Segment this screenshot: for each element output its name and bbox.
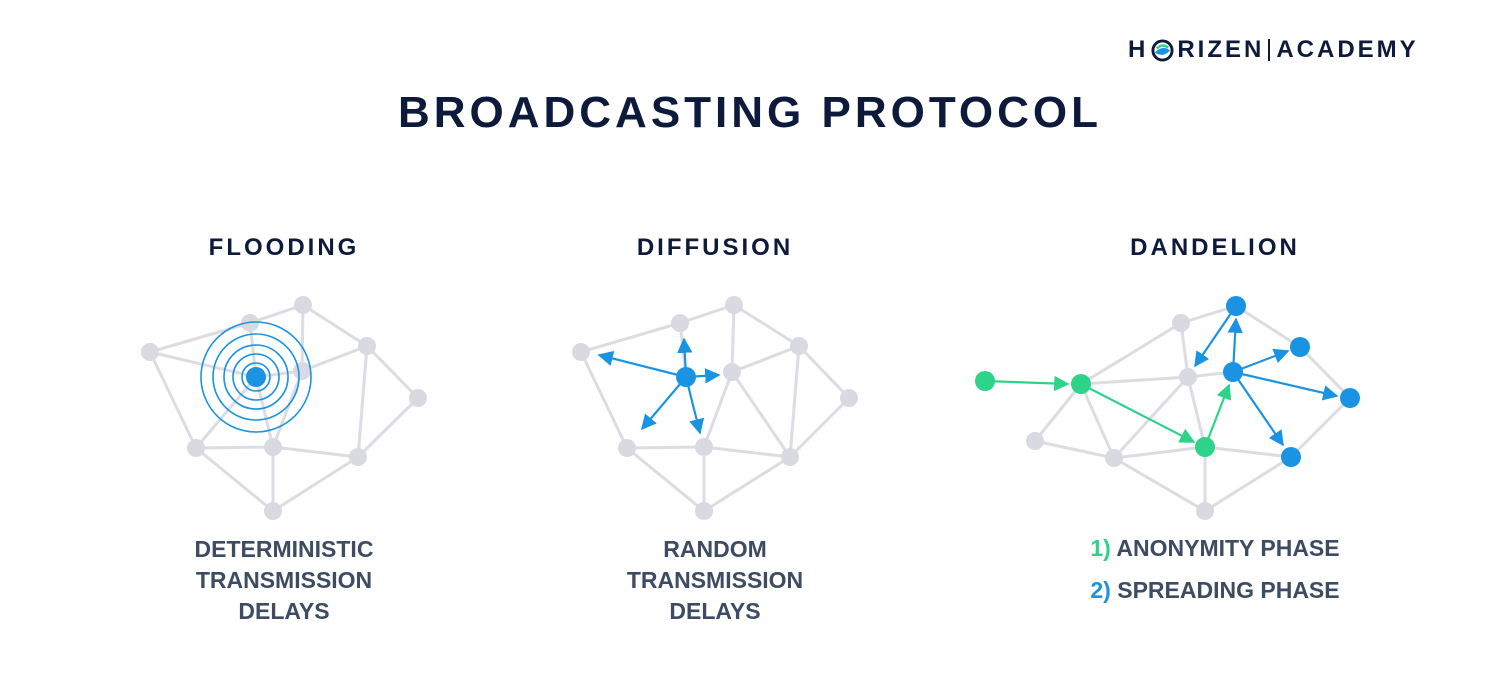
green-arrow (984, 375, 1070, 392)
green-node (975, 371, 995, 391)
logo-word-rizen: RIZEN (1177, 36, 1265, 63)
diffusion-network (572, 296, 858, 520)
page-title: BROADCASTING PROTOCOL (397, 88, 1103, 137)
arrow (641, 376, 687, 431)
caption-line: DELAYS (238, 598, 330, 624)
node (695, 438, 713, 456)
green-arrow (1203, 383, 1232, 448)
caption-line: DELAYS (669, 598, 761, 624)
diffusion-edges (579, 303, 851, 513)
node (141, 343, 159, 361)
node (293, 362, 311, 380)
ring (200, 321, 312, 433)
spreading-phase-arrows (1194, 305, 1339, 447)
source-node (246, 367, 266, 387)
node (358, 337, 376, 355)
node (790, 337, 808, 355)
blue-arrow (1232, 370, 1339, 401)
ring (241, 362, 271, 392)
dandelion-edges (1033, 304, 1352, 513)
anonymity-phase-arrows (984, 375, 1232, 448)
node (695, 502, 713, 520)
broadcast-rings (200, 321, 312, 433)
node (725, 296, 743, 314)
blue-arrow (1194, 305, 1237, 368)
green-node (1195, 437, 1215, 457)
node (618, 439, 636, 457)
ring (212, 333, 300, 421)
horizen-academy-logo: H RIZEN ACADEMY (1128, 34, 1419, 66)
ring (223, 344, 289, 410)
dandelion-nodes (1026, 314, 1214, 520)
spreading-nodes (1223, 296, 1360, 467)
flooding-caption: DETERMINISTIC TRANSMISSION DELAYS (124, 534, 444, 627)
flooding-edges (148, 303, 420, 513)
node (723, 363, 741, 381)
blue-node (1281, 447, 1301, 467)
node (187, 439, 205, 457)
source-node (676, 367, 696, 387)
flooding-title: FLOODING (208, 234, 360, 261)
node (264, 438, 282, 456)
dandelion-title: DANDELION (1130, 234, 1300, 261)
node (1179, 368, 1197, 386)
diffusion-nodes (572, 296, 858, 520)
node (1196, 502, 1214, 520)
logo-divider (1268, 39, 1271, 61)
node (264, 502, 282, 520)
node (349, 448, 367, 466)
blue-arrow (1232, 371, 1284, 447)
blue-node (1226, 296, 1246, 316)
diffusion-title: DIFFUSION (636, 234, 794, 261)
logo-letter-h: H (1128, 36, 1149, 63)
phase-number: 1) (1090, 535, 1111, 561)
node (294, 296, 312, 314)
diffusion-arrows (597, 337, 721, 435)
node (1105, 449, 1123, 467)
dandelion-network (975, 296, 1360, 520)
node (409, 389, 427, 407)
phase-label: ANONYMITY PHASE (1116, 535, 1340, 561)
caption-line: DETERMINISTIC (194, 536, 374, 562)
node (781, 448, 799, 466)
anonymity-nodes (975, 371, 1215, 457)
horizen-o-icon (1151, 38, 1174, 62)
node (1026, 432, 1044, 450)
node (671, 314, 689, 332)
green-arrow (1080, 383, 1196, 443)
node (1172, 314, 1190, 332)
anonymity-phase-label: 1) ANONYMITY PHASE (1015, 535, 1415, 562)
logo-word-academy: ACADEMY (1276, 36, 1419, 63)
green-node (1071, 374, 1091, 394)
node (840, 389, 858, 407)
blue-node (1223, 362, 1243, 382)
arrow (597, 350, 687, 379)
caption-line: RANDOM (663, 536, 767, 562)
phase-label: SPREADING PHASE (1117, 577, 1340, 603)
diffusion-caption: RANDOM TRANSMISSION DELAYS (555, 534, 875, 627)
spreading-phase-label: 2) SPREADING PHASE (1015, 577, 1415, 604)
phase-number: 2) (1090, 577, 1111, 603)
flooding-network (141, 296, 427, 520)
caption-line: TRANSMISSION (195, 567, 373, 593)
blue-node (1340, 388, 1360, 408)
node (572, 343, 590, 361)
blue-node (1290, 337, 1310, 357)
ring (232, 353, 280, 401)
caption-line: TRANSMISSION (626, 567, 804, 593)
